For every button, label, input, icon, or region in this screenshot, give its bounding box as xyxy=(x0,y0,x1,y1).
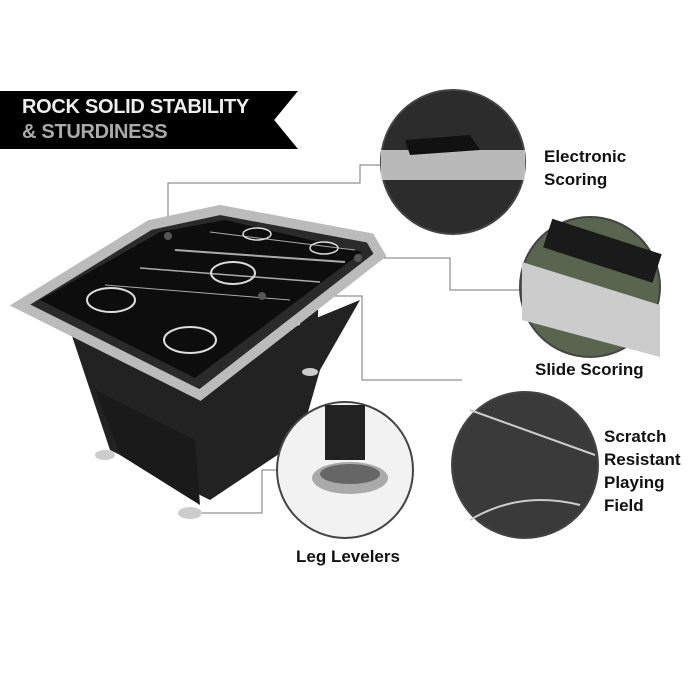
headline-line-2: & STURDINESS xyxy=(22,121,168,143)
detail-electronic-scoring xyxy=(380,89,526,235)
headline-banner: ROCK SOLID STABILITY & STURDINESS xyxy=(0,91,298,149)
label-line: Scoring xyxy=(544,170,608,189)
detail-slide-scoring xyxy=(519,216,662,358)
label-scratch-resistant-field: Scratch Resistant Playing Field xyxy=(604,425,681,517)
label-leg-levelers: Leg Levelers xyxy=(296,545,400,568)
label-slide-scoring: Slide Scoring xyxy=(535,358,644,381)
label-electronic-scoring: Electronic Scoring xyxy=(544,145,626,191)
label-line: Scratch xyxy=(604,427,667,446)
label-line: Leg Levelers xyxy=(296,547,400,566)
label-line: Playing xyxy=(604,473,665,492)
label-line: Electronic xyxy=(544,147,627,166)
label-line: Slide Scoring xyxy=(535,360,644,379)
detail-leg-levelers xyxy=(276,401,414,539)
detail-scratch-resistant-field xyxy=(451,391,599,539)
label-line: Field xyxy=(604,496,644,515)
label-line: Resistant xyxy=(604,450,681,469)
headline-line-1: ROCK SOLID STABILITY xyxy=(22,96,249,118)
